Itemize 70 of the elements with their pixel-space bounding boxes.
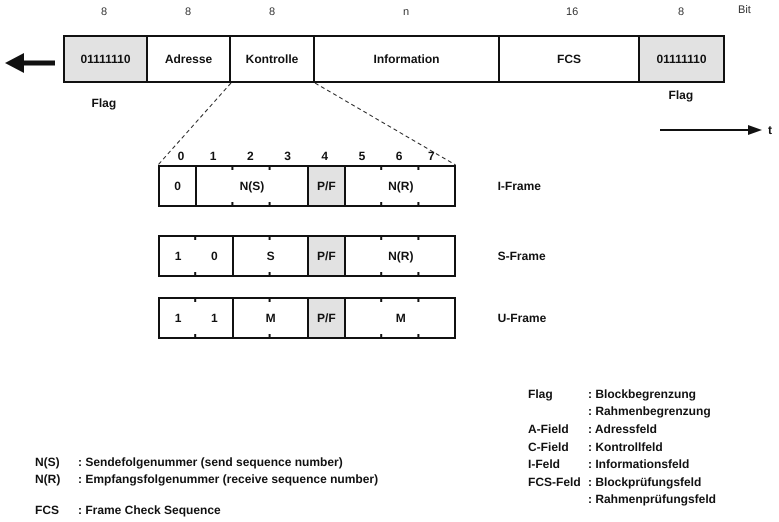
field-caption: Flag xyxy=(668,88,694,102)
frame-type-label: S-Frame xyxy=(498,249,546,263)
field-text: M xyxy=(396,311,406,325)
legend-text: : Rahmenprüfungsfeld xyxy=(588,492,716,506)
bit-number: 4 xyxy=(321,149,328,163)
legend-text: N(R) xyxy=(35,472,60,486)
legend-text: FCS-Feld xyxy=(528,475,581,489)
field-text: 01111110 xyxy=(656,52,707,66)
bit-number: 1 xyxy=(210,149,216,163)
bit-count: 8 xyxy=(678,6,684,18)
legend-text: : Empfangsfolgenummer (receive sequence number) xyxy=(78,472,378,486)
legend-text: I-Feld xyxy=(528,457,560,471)
field-text: N(R) xyxy=(388,249,414,263)
legend-text: : Informationsfeld xyxy=(588,457,690,471)
field-text: Kontrolle xyxy=(246,52,298,66)
legend-text: : Adressfeld xyxy=(588,422,657,436)
legend-text: : Sendefolgenummer (send sequence number) xyxy=(78,455,343,469)
field-text: 01111110 xyxy=(80,52,131,66)
frame-type-label: U-Frame xyxy=(498,311,546,325)
legend-text: : Frame Check Sequence xyxy=(78,503,221,517)
field-text: Adresse xyxy=(164,52,212,66)
bit-count: 8 xyxy=(185,6,192,18)
bit-field xyxy=(306,299,344,337)
bit-count: n xyxy=(403,6,410,18)
field-text: Information xyxy=(374,52,440,66)
field-text: N(R) xyxy=(388,179,414,193)
bit-count: 8 xyxy=(101,6,108,18)
field-text: N(S) xyxy=(240,179,264,193)
legend-text: : Rahmenbegrenzung xyxy=(588,404,711,418)
unit-label: Bit xyxy=(738,4,751,16)
bit-count: 16 xyxy=(566,6,578,18)
field-text: 0 xyxy=(174,179,181,193)
bit-field xyxy=(306,167,344,205)
field-text: 0 xyxy=(210,249,218,263)
zoom-line xyxy=(158,82,232,166)
zoom-line xyxy=(314,82,456,166)
axis-label: t xyxy=(768,123,772,137)
legend-text: N(S) xyxy=(35,455,60,469)
legend-text: : Blockbegrenzung xyxy=(588,387,696,401)
flag-field xyxy=(640,35,725,83)
legend-text: : Blockprüfungsfeld xyxy=(588,475,702,489)
frame-field xyxy=(148,35,231,83)
bit-number: 2 xyxy=(247,149,254,163)
field-text: P/F xyxy=(317,311,336,325)
frame-field xyxy=(500,35,640,83)
field-text: 1 xyxy=(174,311,182,325)
field-text: FCS xyxy=(557,52,581,66)
legend-text: : Kontrollfeld xyxy=(588,440,663,454)
bit-count: 8 xyxy=(269,6,276,18)
field-text: P/F xyxy=(317,249,336,263)
bit-number: 7 xyxy=(428,149,435,163)
field-text: S xyxy=(266,249,275,263)
field-text: 1 xyxy=(210,311,218,325)
frame-field xyxy=(231,35,315,83)
bit-number: 0 xyxy=(178,149,184,163)
field-text: 1 xyxy=(174,249,182,263)
flag-field xyxy=(63,35,148,83)
frame-field xyxy=(315,35,500,83)
field-text: P/F xyxy=(317,179,336,193)
frame-type-label: I-Frame xyxy=(498,179,541,193)
field-text: M xyxy=(266,311,276,325)
legend-text: Flag xyxy=(528,387,553,401)
bit-number: 5 xyxy=(358,149,366,163)
bit-number: 3 xyxy=(284,149,291,163)
bit-number: 6 xyxy=(396,149,402,163)
legend-text: A-Field xyxy=(528,422,569,436)
field-caption: Flag xyxy=(92,96,116,110)
legend-text: FCS xyxy=(35,503,59,517)
legend-text: C-Field xyxy=(528,440,569,454)
bit-field xyxy=(306,237,344,275)
